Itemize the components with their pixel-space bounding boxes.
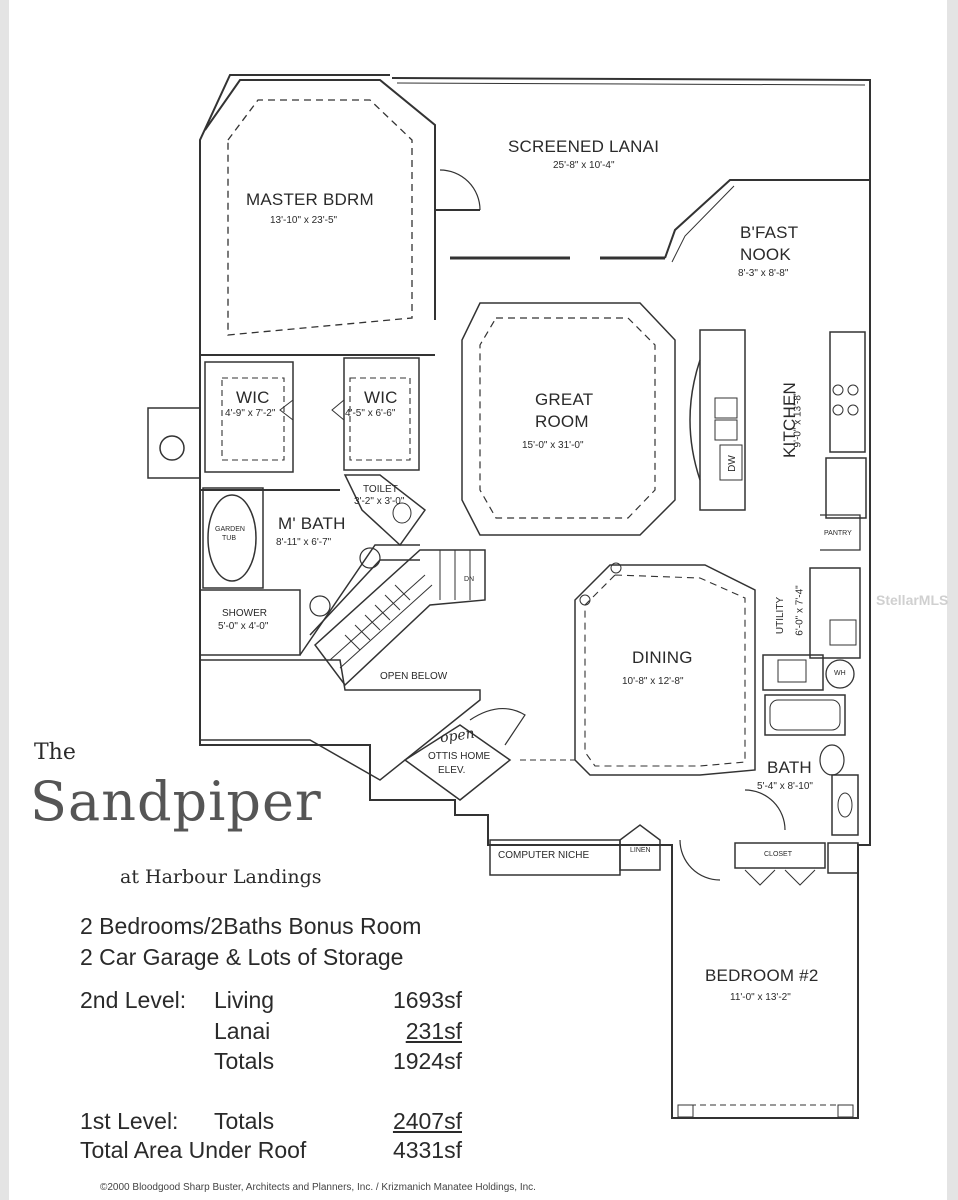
lanai-area-value: 231sf [405, 1018, 462, 1044]
master-bath [199, 474, 427, 656]
stairs [313, 549, 486, 687]
lanai-doors [450, 179, 870, 263]
utility-room [762, 567, 861, 691]
living-label: Living [214, 987, 275, 1013]
bedroom2-dim: 11'-0" x 13'-2" [730, 992, 791, 1003]
bedroom2-details [677, 1104, 854, 1118]
totals-value: 1924sf [392, 1048, 462, 1074]
wh-label: WH [834, 670, 846, 677]
second-level-label: 2nd Level: [80, 987, 187, 1013]
first-totals-value: 2407sf [392, 1108, 462, 1134]
lanai-area-label: Lanai [214, 1018, 271, 1044]
elev-label-1: OTTIS HOME [428, 751, 491, 762]
first-level-label: 1st Level: [80, 1108, 179, 1134]
kitchen-counter [820, 331, 867, 551]
shower-label: SHOWER [222, 608, 267, 619]
toilet-dim: 3'-2" x 3'-0" [354, 496, 405, 507]
bedroom2-label: BEDROOM #2 [705, 966, 819, 985]
fireplace [147, 407, 201, 479]
toilet-label: TOILET [363, 484, 398, 495]
kitchen-island [689, 329, 746, 511]
lanai-label: SCREENED LANAI [508, 137, 660, 156]
wic2-dim: 4'-5" x 6'-6" [345, 408, 396, 419]
open-below-area [199, 659, 481, 781]
feature-line-1: 2 Bedrooms/2Baths Bonus Room [80, 913, 422, 939]
dw-label: DW [726, 455, 738, 472]
great-dim: 15'-0" x 31'-0" [522, 440, 584, 451]
bath-label: BATH [767, 758, 812, 777]
first-totals-label: Totals [214, 1108, 275, 1134]
mbath-label: M' BATH [278, 514, 346, 533]
master-octagon [200, 79, 481, 356]
great-label-2: ROOM [535, 412, 589, 431]
feature-line-2: 2 Car Garage & Lots of Storage [80, 944, 404, 970]
dining-room-outline [520, 562, 756, 776]
wic-rooms [204, 357, 420, 473]
totals-label: Totals [214, 1048, 275, 1074]
wic1-label: WIC [236, 388, 270, 407]
nook-label-2: NOOK [740, 245, 791, 264]
right-border [947, 0, 958, 1200]
living-value: 1693sf [392, 987, 462, 1013]
master-dim: 13'-10" x 23'-5" [270, 215, 338, 226]
elevator [403, 708, 526, 801]
open-below-label: OPEN BELOW [380, 671, 448, 682]
great-label-1: GREAT [535, 390, 594, 409]
mbath-dim: 8'-11" x 6'-7" [276, 537, 332, 548]
kitchen-dim: 9'-0" x 13'-8" [792, 391, 804, 448]
dining-label: DINING [632, 648, 693, 667]
brand-subtitle: at Harbour Landings [120, 866, 322, 888]
utility-label: UTILITY [775, 596, 787, 635]
nook-dim: 8'-3" x 8'-8" [738, 268, 789, 279]
shower-dim: 5'-0" x 4'-0" [218, 621, 269, 632]
left-border [0, 0, 9, 1200]
wic2-label: WIC [364, 388, 398, 407]
niche-closet [489, 824, 859, 886]
bath-room [744, 694, 859, 836]
linen-label: LINEN [630, 847, 651, 854]
great-room-outline [461, 302, 676, 536]
brand-name: Sandpiper [30, 770, 322, 833]
watermark: StellarMLS [876, 592, 949, 608]
bath-dim: 5'-4" x 8'-10" [757, 781, 813, 792]
master-label: MASTER BDRM [246, 190, 374, 209]
dn-label: DN [464, 576, 475, 583]
dining-dim: 10'-8" x 12'-8" [622, 676, 684, 687]
tub-label-1: GARDEN [215, 526, 245, 533]
elev-label-2: ELEV. [438, 765, 466, 776]
wic1-dim: 4'-9" x 7'-2" [225, 408, 276, 419]
pantry-label: PANTRY [824, 530, 852, 537]
total-roof-value: 4331sf [392, 1137, 462, 1163]
tub-label-2: TUB [222, 535, 236, 542]
computer-niche-label: COMPUTER NICHE [498, 850, 590, 861]
closet-label: CLOSET [764, 851, 793, 858]
total-roof-label: Total Area Under Roof [80, 1137, 307, 1163]
copyright: ©2000 Bloodgood Sharp Buster, Architects… [100, 1182, 536, 1193]
brand-the: The [34, 740, 76, 765]
lanai-dim: 25'-8" x 10'-4" [553, 160, 615, 171]
nook-label-1: B'FAST [740, 223, 799, 242]
utility-dim: 6'-0" x 7'-4" [794, 585, 806, 636]
